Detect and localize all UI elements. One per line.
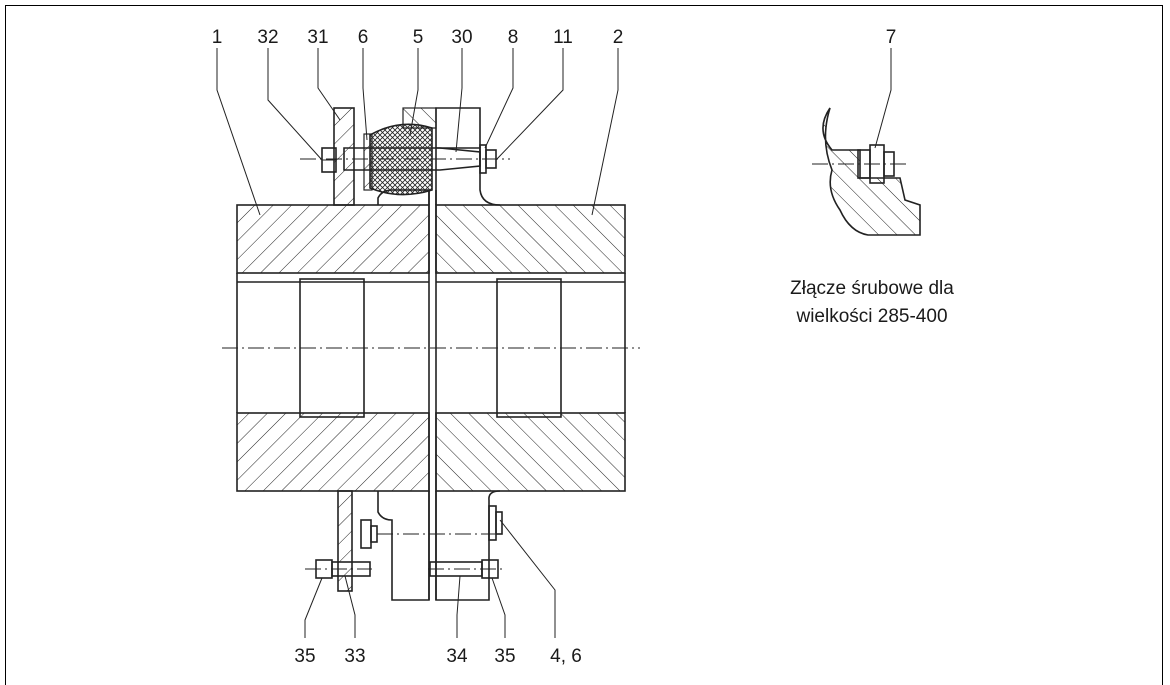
detail-caption: Złącze śrubowe dla wielkości 285-400 xyxy=(790,278,954,327)
label-part-35-right: 35 xyxy=(494,646,515,667)
label-part-4-6: 4, 6 xyxy=(550,646,582,667)
caption-line-1: Złącze śrubowe dla xyxy=(790,278,954,299)
bottom-bolt-assembly xyxy=(305,490,505,592)
drawing-frame xyxy=(5,5,1163,685)
label-part-11: 11 xyxy=(553,27,573,48)
label-part-6: 6 xyxy=(358,27,369,48)
label-part-34: 34 xyxy=(446,646,468,667)
label-part-8: 8 xyxy=(508,27,519,48)
label-part-5: 5 xyxy=(413,27,424,48)
label-part-7: 7 xyxy=(886,27,897,48)
label-part-35-left: 35 xyxy=(294,646,315,667)
top-labels: 1 32 31 6 5 30 8 11 2 7 xyxy=(212,27,897,48)
top-bolt-assembly xyxy=(300,107,510,206)
hub-right xyxy=(435,107,626,601)
label-part-33: 33 xyxy=(344,646,365,667)
label-part-2: 2 xyxy=(613,27,624,48)
detail-view-7 xyxy=(812,107,921,236)
label-part-32: 32 xyxy=(257,27,278,48)
bore xyxy=(222,273,640,418)
label-part-31: 31 xyxy=(307,27,328,48)
caption-line-2: wielkości 285-400 xyxy=(795,306,947,327)
hub-left xyxy=(236,189,430,601)
leader-lines xyxy=(216,48,892,638)
bottom-labels: 35 33 34 35 4, 6 xyxy=(294,646,581,667)
label-part-1: 1 xyxy=(212,27,223,48)
label-part-30: 30 xyxy=(451,27,472,48)
